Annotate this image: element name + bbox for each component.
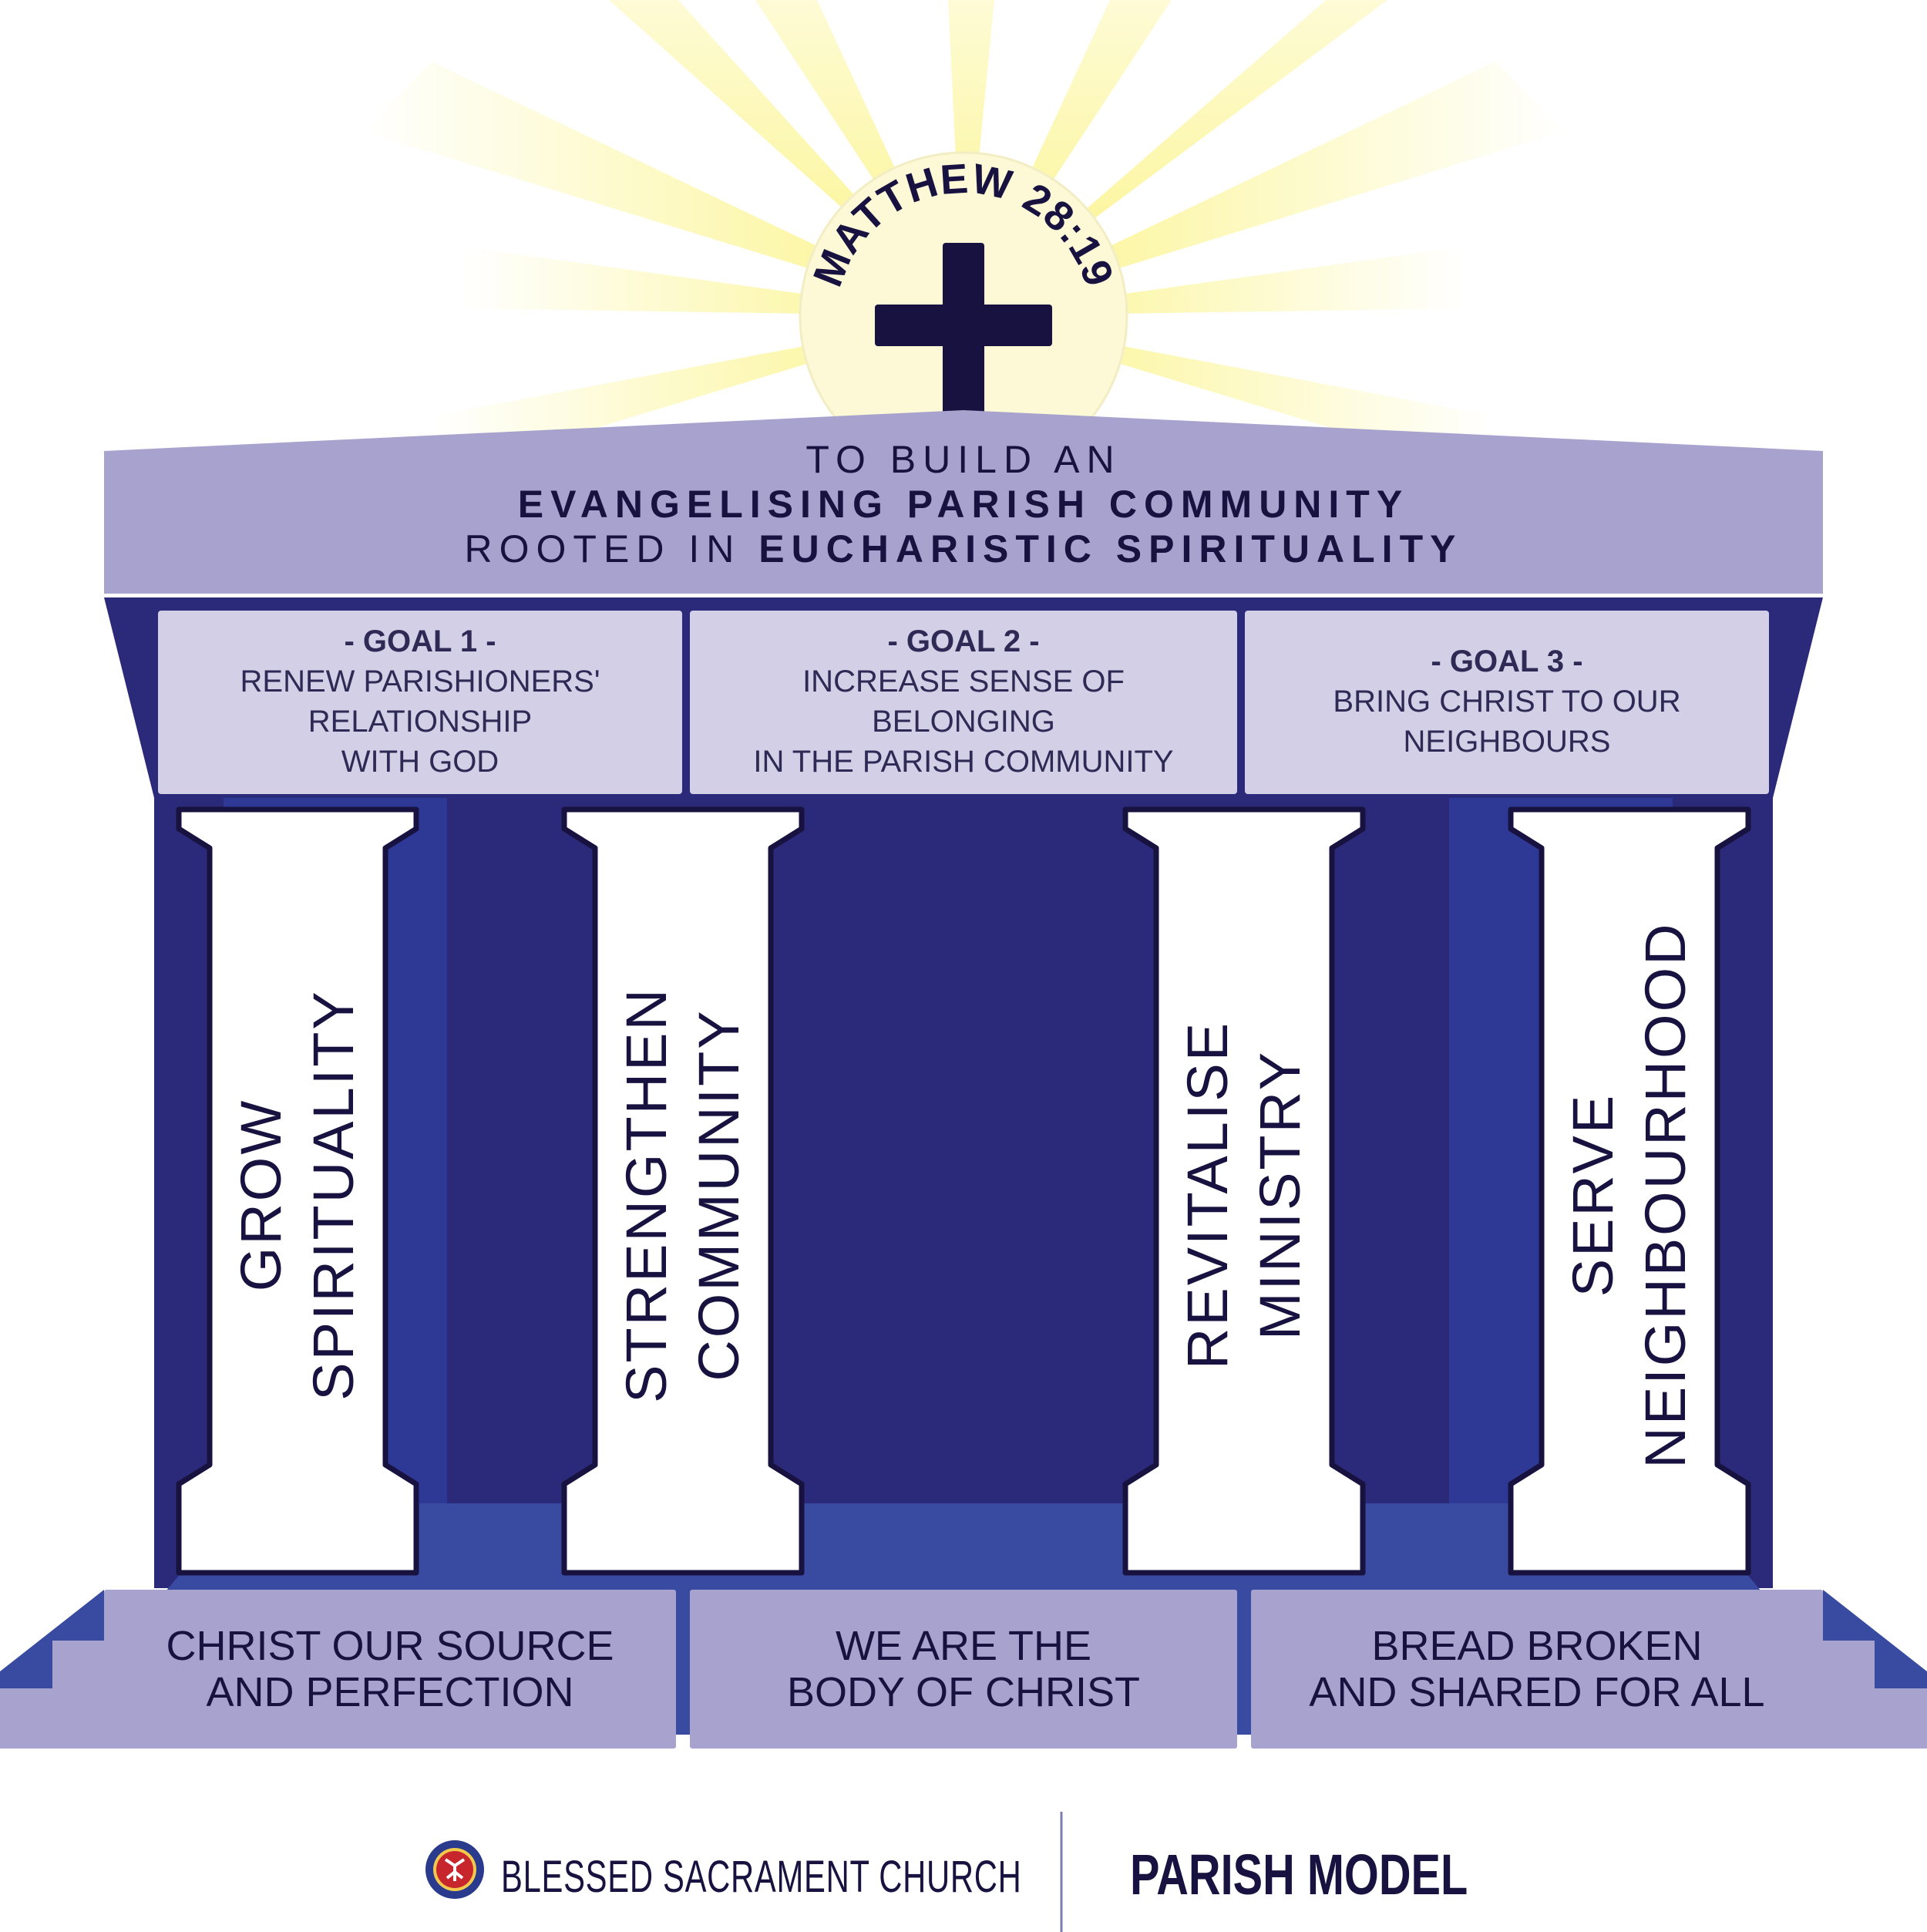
goal-text-line: RELATIONSHIP (308, 705, 533, 739)
mission-line-3-regular: ROOTED IN (464, 527, 759, 571)
pillar-label-line: SERVE (1561, 1092, 1625, 1298)
goal-3: - GOAL 3 - BRING CHRIST TO OUR NEIGHBOUR… (1245, 611, 1769, 793)
foundation-line: CHRIST OUR SOURCE (166, 1623, 614, 1669)
goal-text-line: BRING CHRIST TO OUR (1333, 685, 1681, 719)
pillar-label-line: REVITALISE (1175, 1020, 1239, 1370)
foundation-3: BREAD BROKEN AND SHARED FOR ALL (1251, 1590, 1823, 1749)
goal-title: - GOAL 1 - (344, 624, 496, 658)
foundation-block-3 (1251, 1590, 1823, 1749)
church-name: BLESSED SACRAMENT CHURCH (501, 1852, 1022, 1902)
goal-text-line: WITH GOD (341, 745, 499, 779)
goal-box-2 (690, 611, 1237, 794)
roof (104, 410, 1823, 594)
pillar-label-3: REVITALISE MINISTRY (1159, 809, 1329, 1580)
document-title: PARISH MODEL (1130, 1843, 1468, 1907)
goal-title: - GOAL 2 - (887, 624, 1040, 658)
church-seal-logo (425, 1840, 484, 1899)
foundation-line: AND PERFECTION (206, 1669, 574, 1715)
foundation-block-1 (104, 1590, 676, 1749)
foundation-line: AND SHARED FOR ALL (1309, 1669, 1765, 1715)
foundation-2: WE ARE THE BODY OF CHRIST (690, 1590, 1237, 1749)
pillar-label-line: GROW (229, 1098, 293, 1292)
foundation-line: WE ARE THE (835, 1623, 1092, 1669)
goal-text-line: IN THE PARISH COMMUNITY (753, 745, 1174, 779)
goal-text-line: INCREASE SENSE OF (802, 665, 1125, 698)
foundation-line: BODY OF CHRIST (786, 1669, 1141, 1715)
cross-icon (875, 243, 1052, 416)
pillar-3 (1122, 806, 1366, 1576)
pillar-label-2: STRENGTHEN COMMUNITY (598, 809, 768, 1580)
scripture-ref: MATTHEW 28:19 (805, 155, 1122, 292)
pillar-label-line: COMMUNITY (687, 1008, 751, 1382)
foundation-line: BREAD BROKEN (1371, 1623, 1703, 1669)
pillar-label-line: NEIGHBOURHOOD (1633, 921, 1697, 1469)
mission-line-1: TO BUILD AN (805, 438, 1122, 481)
goal-1: - GOAL 1 - RENEW PARISHIONERS' RELATIONS… (158, 611, 682, 793)
pillar-2 (561, 806, 805, 1576)
pillar-label-4: SERVE NEIGHBOURHOOD (1545, 809, 1714, 1580)
svg-text:MATTHEW 28:19: MATTHEW 28:19 (805, 155, 1122, 292)
pillar-label-line: STRENGTHEN (614, 987, 678, 1403)
goal-text-line: NEIGHBOURS (1403, 725, 1611, 759)
foundation-block-2 (690, 1590, 1237, 1749)
mission-line-3-bold: EUCHARISTIC SPIRITUALITY (758, 527, 1463, 571)
step-mid-left (52, 1641, 114, 1749)
pillar-4 (1508, 806, 1751, 1576)
goal-title: - GOAL 3 - (1431, 645, 1583, 678)
pillar-label-1: GROW SPIRITUALITY (213, 809, 382, 1580)
goal-box-3 (1245, 611, 1769, 794)
pillar-label-line: MINISTRY (1248, 1049, 1312, 1341)
pillar-label-line: SPIRITUALITY (301, 989, 365, 1401)
mission-line-3: ROOTED IN EUCHARISTIC SPIRITUALITY (0, 526, 1927, 572)
goal-box-1 (158, 611, 682, 794)
foundation-1: CHRIST OUR SOURCE AND PERFECTION (104, 1590, 676, 1749)
goal-text-line: BELONGING (872, 705, 1055, 739)
temple-inner-shade (771, 798, 1156, 1511)
goal-text-line: RENEW PARISHIONERS' (240, 665, 600, 698)
goal-2: - GOAL 2 - INCREASE SENSE OF BELONGING I… (690, 611, 1237, 793)
mission-line-2: EVANGELISING PARISH COMMUNITY (517, 483, 1410, 526)
step-mid-right (1813, 1641, 1875, 1749)
pillar-1 (176, 806, 419, 1576)
pillar-shapes (176, 806, 1751, 1576)
